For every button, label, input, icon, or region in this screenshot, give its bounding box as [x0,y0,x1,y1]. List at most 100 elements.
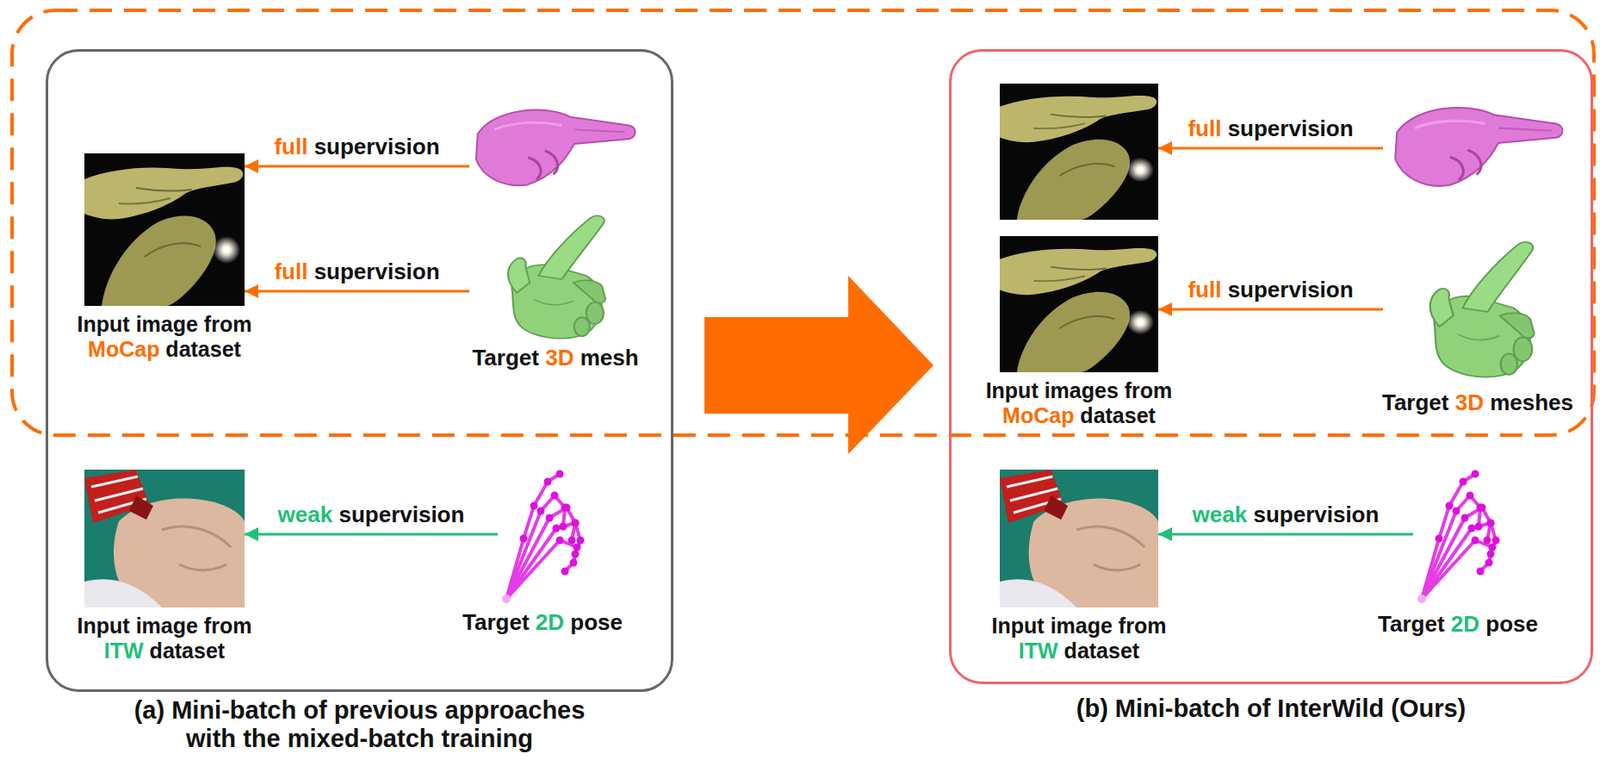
word: MoCap [87,336,160,361]
panel: Input images from MoCap datasetTarget 3D… [948,49,1594,684]
mocap-photo-part [84,153,245,306]
edge-label: full supervision [1187,116,1353,143]
word: dataset [1064,638,1141,663]
word: pose [1485,610,1538,637]
word: 3D [545,344,574,371]
word: mesh [580,344,639,371]
word: ITW [104,638,144,663]
word: weak [1192,501,1248,528]
target-pose: Target 2D pose [497,469,588,603]
word: Input [77,613,131,638]
node-label: Input image from MoCap dataset [66,311,263,362]
word: image [136,613,199,638]
word: dataset [1079,403,1156,428]
supervision-arrow [244,165,470,168]
transition-arrow [704,275,934,454]
target-mesh: Target 3D mesh [469,94,642,341]
itw-photo-part [84,469,245,608]
word: full [273,258,308,285]
edge-label: weak supervision [1192,502,1380,528]
word: Mini-batch [1115,694,1241,722]
panel-caption: (b) Mini-batch of InterWild (Ours) [1012,694,1530,723]
word: Input [986,378,1039,403]
hand-mesh [476,107,1563,378]
word: from [204,311,253,336]
hand-mesh-part [1395,107,1563,187]
input-image: Input image from MoCap dataset [84,153,245,306]
target-pose: Target 2D pose [1413,469,1503,603]
word: (a) [134,695,165,724]
supervision-arrow [1158,147,1383,150]
supervision-arrow [244,290,470,293]
mocap-photo [84,83,1159,373]
word: supervision [1252,501,1379,528]
word: Target [462,608,530,635]
word: Input [77,311,131,336]
word: training [441,724,534,752]
word: 3D [1455,389,1484,416]
word: with [186,724,236,752]
hand-mesh-part [476,110,636,187]
word: of [1246,694,1271,722]
word: Target [1377,610,1445,637]
input-image: Input images from MoCap dataset [999,83,1159,373]
word: from [204,613,253,638]
node-label: Target 2D pose [462,609,623,636]
word: weak [278,501,334,528]
hand-pose-skeleton-part [1417,470,1501,604]
word: images [1044,378,1119,403]
word: from [1124,378,1173,403]
panel: Input image from MoCap datasetTarget 3D … [45,49,674,692]
word: Mini-batch [171,695,297,724]
word: InterWild [1277,694,1384,722]
word: dataset [165,336,242,361]
word: mixed-batch [287,724,435,752]
word: supervision [314,258,441,285]
word: (Ours) [1390,694,1466,722]
node-label: Target 2D pose [1377,611,1538,638]
word: image [1050,613,1113,638]
hand-pose-skeleton [502,470,1501,604]
itw-photo-part [999,469,1159,608]
word: approaches [445,695,586,724]
hand-mesh-part [1430,241,1535,378]
word: 2D [1451,610,1480,637]
word: supervision [1227,115,1354,142]
node-label: Input image from ITW dataset [66,613,263,664]
word: ITW [1018,638,1059,663]
supervision-arrow [1158,308,1383,311]
word: dataset [149,638,226,663]
word: from [1118,613,1167,638]
word: Input [992,613,1045,638]
edge-label: full supervision [1187,277,1353,304]
itw-photo [84,469,1159,608]
panel-caption: (a) Mini-batch of previous approaches wi… [118,695,602,754]
target-mesh: Target 3D meshes [1382,93,1573,384]
word: full [273,133,308,160]
hand-pose-skeleton-part [502,470,585,604]
mocap-photo-part [999,83,1159,220]
edge-label: full supervision [273,259,440,286]
word: MoCap [1002,403,1074,428]
word: (b) [1076,694,1109,722]
word: meshes [1489,389,1574,416]
word: supervision [1227,276,1354,303]
input-image: Input image from ITW dataset [84,469,245,608]
word: supervision [338,501,465,528]
word: full [1187,276,1222,303]
word: supervision [314,133,441,160]
node-label: Target 3D mesh [471,345,639,372]
word: Target [1382,389,1450,416]
word: 2D [535,608,565,635]
edge-label: full supervision [273,134,440,161]
word: the [242,724,281,752]
node-label: Input image from ITW dataset [980,613,1178,664]
word: of [303,695,327,724]
supervision-arrow [244,533,498,536]
supervision-arrow [1158,533,1414,536]
word: previous [334,695,439,724]
input-image: Input image from ITW dataset [999,469,1159,608]
